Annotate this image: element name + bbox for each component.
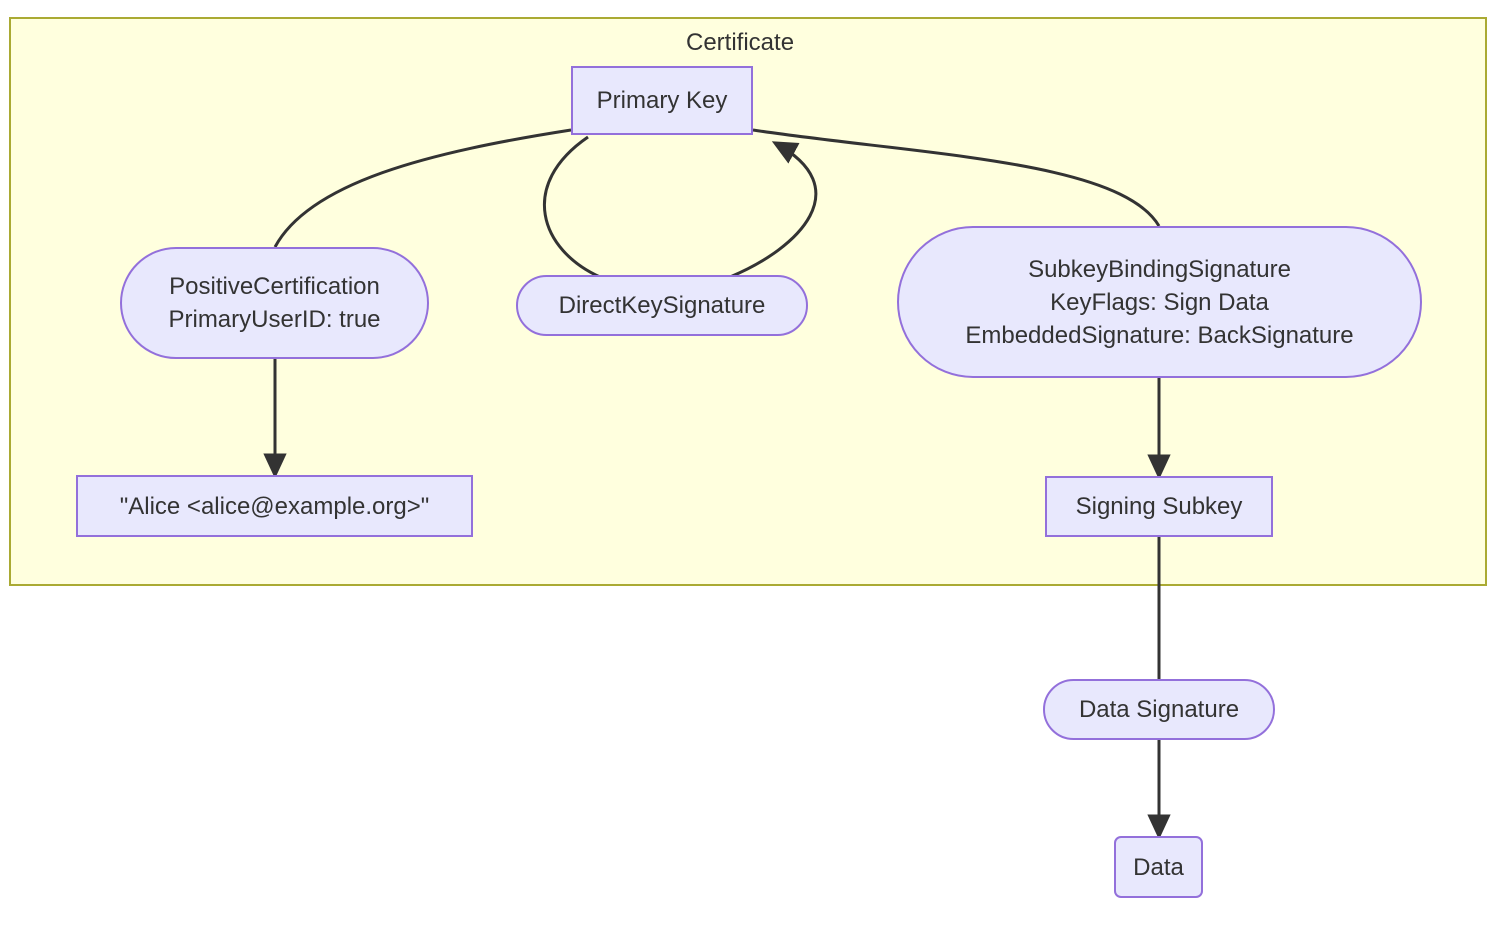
node-label-direct-key-signature: DirectKeySignature <box>558 292 766 319</box>
node-primary-key[interactable]: Primary Key <box>571 66 753 135</box>
node-direct-key-signature[interactable]: DirectKeySignature <box>516 275 808 336</box>
node-data-signature[interactable]: Data Signature <box>1043 679 1275 740</box>
node-label-primary-key: Primary Key <box>596 87 728 114</box>
node-label-positive-certification: PositiveCertification PrimaryUserID: tru… <box>168 273 381 333</box>
node-user-id[interactable]: "Alice <alice@example.org>" <box>76 475 473 537</box>
node-data[interactable]: Data <box>1114 836 1203 898</box>
node-label-subkey-binding-signature: SubkeyBindingSignature KeyFlags: Sign Da… <box>965 255 1354 349</box>
node-label-data: Data <box>1133 853 1184 881</box>
node-subkey-binding-signature[interactable]: SubkeyBindingSignature KeyFlags: Sign Da… <box>897 226 1422 378</box>
node-positive-certification[interactable]: PositiveCertification PrimaryUserID: tru… <box>120 247 429 359</box>
node-label-signing-subkey: Signing Subkey <box>1075 493 1243 520</box>
node-signing-subkey[interactable]: Signing Subkey <box>1045 476 1273 537</box>
subgraph-label-certificate: Certificate <box>686 29 795 56</box>
node-label-user-id: "Alice <alice@example.org>" <box>119 492 430 520</box>
node-label-data-signature: Data Signature <box>1078 696 1240 723</box>
